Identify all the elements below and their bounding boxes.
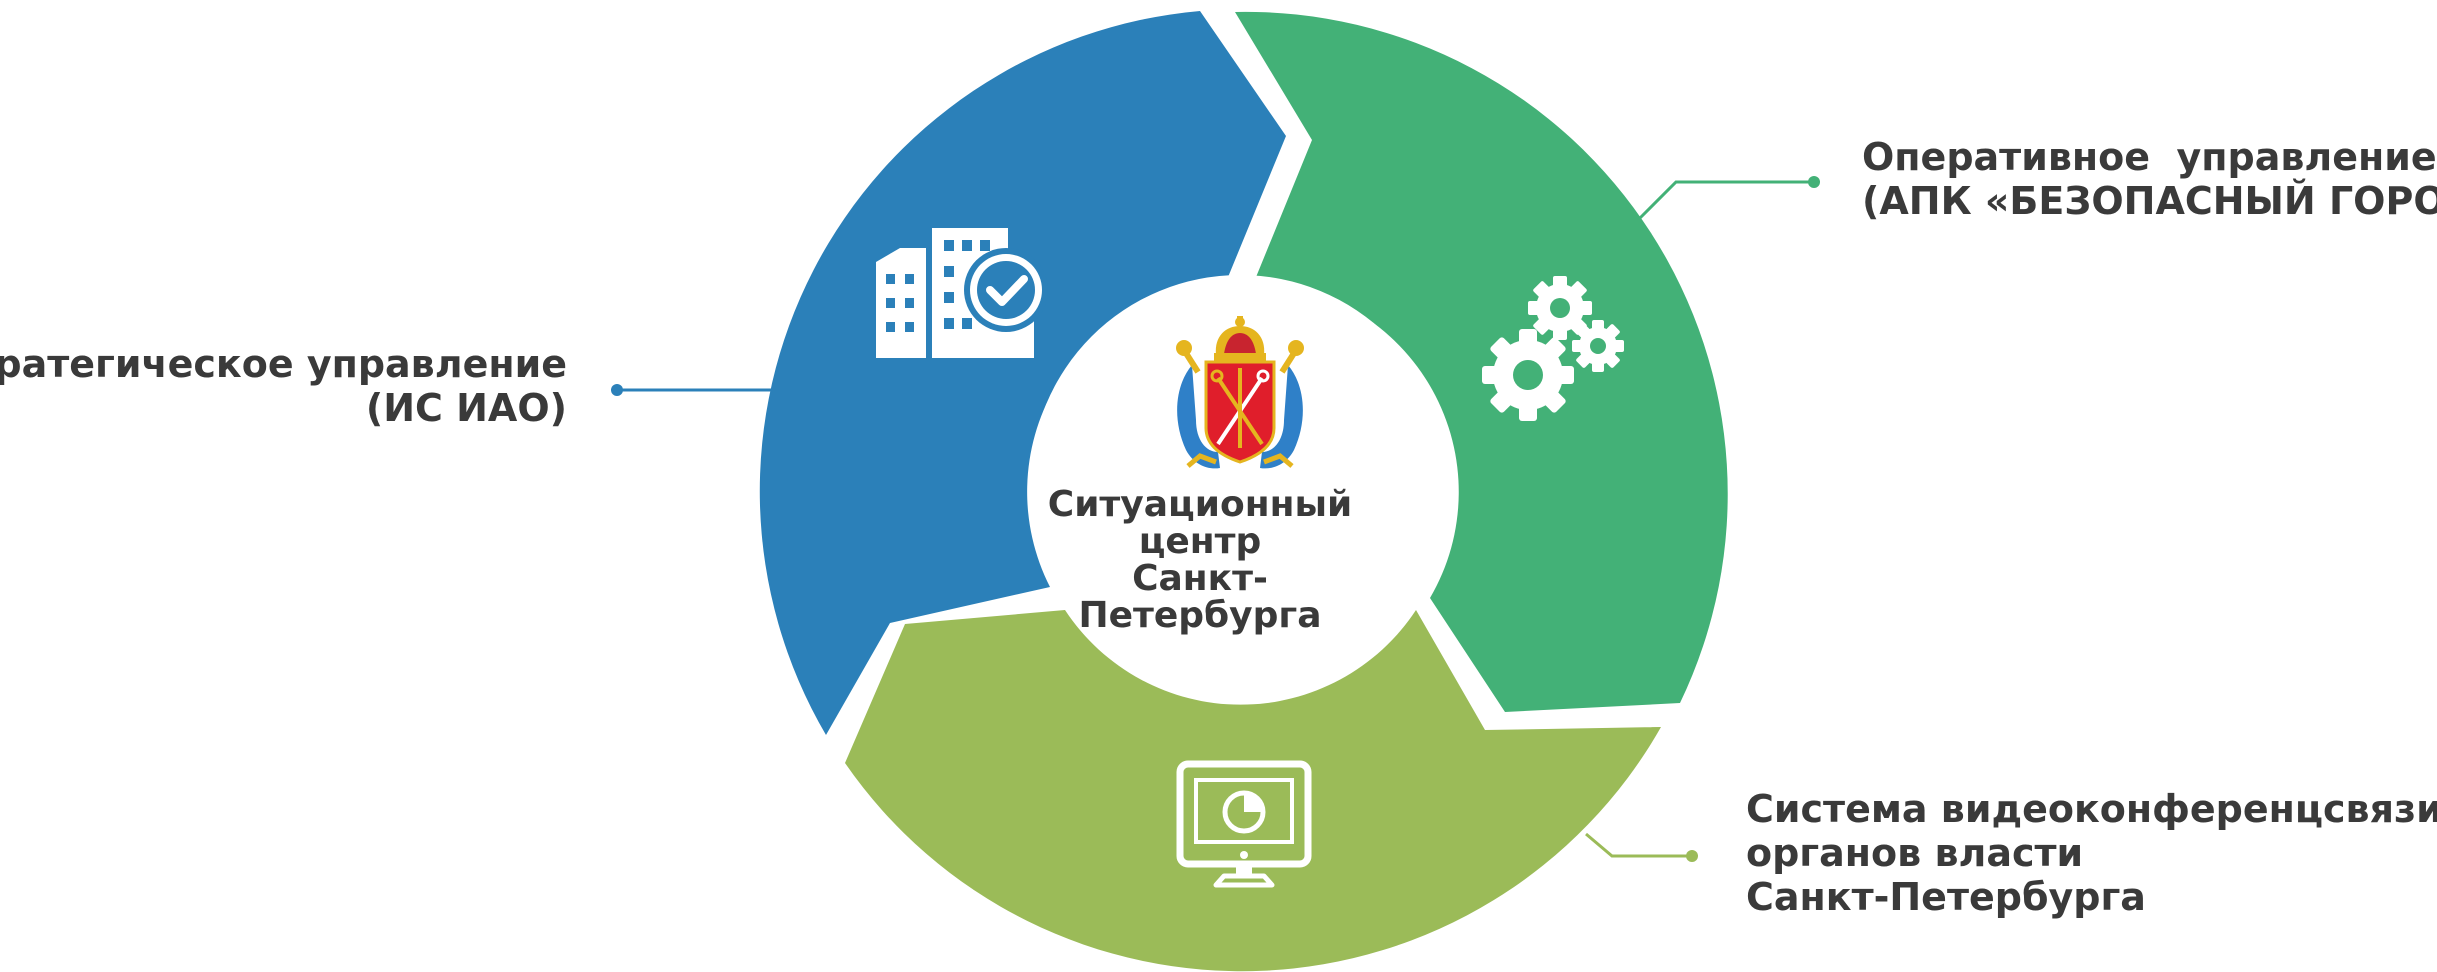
- segment-strategic: [759, 11, 1286, 735]
- label-videoconference-system: Система видеоконференцсвязи органов влас…: [1746, 787, 2437, 919]
- center-title-line: центр: [1138, 521, 1262, 562]
- connector-strategic: [611, 384, 772, 396]
- label-line: Стратегическое управление: [0, 342, 567, 386]
- label-line: (АПК «БЕЗОПАСНЫЙ ГОРОД»): [1862, 179, 2437, 223]
- connector-operational: [1638, 176, 1820, 220]
- label-line: Оперативное управление: [1862, 135, 2437, 179]
- label-operational-management: Оперативное управление (АПК «БЕЗОПАСНЫЙ …: [1862, 135, 2437, 223]
- center-title-line: Ситуационный: [1047, 484, 1353, 525]
- coat-of-arms-emblem: [1176, 316, 1304, 469]
- label-line: Система видеоконференцсвязи: [1746, 787, 2437, 831]
- segment-operational: [1235, 11, 1728, 713]
- gears-icon: [1482, 276, 1624, 421]
- buildings-checkmark-icon: [876, 228, 1048, 358]
- label-strategic-management: Стратегическое управление (ИС ИАО): [0, 342, 567, 430]
- label-line: (ИС ИАО): [365, 386, 567, 430]
- monitor-chart-icon: [1176, 760, 1312, 888]
- center-circle: [1030, 275, 1450, 695]
- segment-video: [845, 610, 1661, 972]
- label-line: Санкт-Петербурга: [1746, 875, 2146, 919]
- connector-video: [1585, 832, 1698, 862]
- label-line: органов власти: [1746, 831, 2084, 875]
- center-title-line: Санкт-Петербурга: [1078, 558, 1322, 636]
- center-title: Ситуационный центр Санкт-Петербурга: [1040, 486, 1360, 634]
